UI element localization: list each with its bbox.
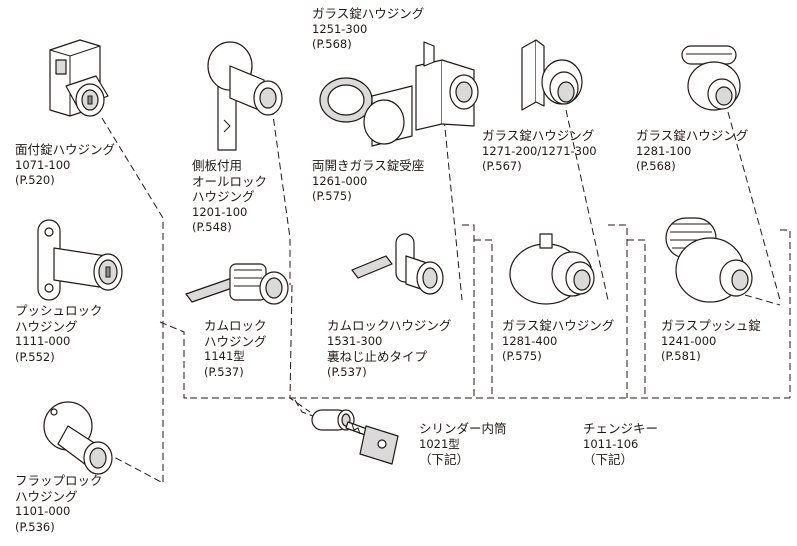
label-line: ハウジング <box>15 318 78 334</box>
label-line: 両開きガラス錠受座 <box>312 158 425 173</box>
label-glass-lock-1281-100: ガラス錠ハウジング 1281-100 (P.568) <box>636 128 748 175</box>
label-line: ハウジング <box>204 333 267 349</box>
label-line: プッシュロック <box>15 303 103 318</box>
cylinder-key-image <box>308 402 408 468</box>
label-glass-lock-1281-400: ガラス錠ハウジング 1281-400 (P.575) <box>502 318 614 365</box>
label-line: チェンジキー <box>583 421 659 436</box>
label-line: ガラス錠ハウジング <box>312 6 425 21</box>
label-line: 1251-300 <box>312 21 368 36</box>
label-line: カムロック <box>204 318 267 333</box>
label-line: 1241-000 <box>661 333 717 348</box>
label-line: (P.568) <box>312 37 352 51</box>
label-line: 1271-200/1271-300 <box>482 143 597 158</box>
label-line: (P.567) <box>482 159 522 173</box>
label-line: (P.520) <box>15 173 55 187</box>
label-line: 1111-000 <box>15 334 71 348</box>
label-line: (P.537) <box>204 364 244 379</box>
glass-lock-1271-image <box>516 38 588 122</box>
label-line: カムロックハウジング <box>327 318 452 333</box>
label-push-lock-housing: プッシュロック ハウジング 1111-000 (P.552) <box>15 303 103 365</box>
label-cam-lock-1141: カムロック ハウジング 1141型 (P.537) <box>204 318 267 380</box>
label-line: (P.575) <box>502 349 542 363</box>
glass-lock-1251-image <box>316 40 496 150</box>
label-line: 1281-100 <box>636 143 692 158</box>
label-glass-lock-1271: ガラス錠ハウジング 1271-200/1271-300 (P.567) <box>482 128 597 175</box>
label-line: 面付錠ハウジング <box>15 142 116 157</box>
label-glass-lock-1251: ガラス錠ハウジング 1251-300 (P.568) <box>312 6 424 53</box>
label-line: 1071-100 <box>15 157 71 172</box>
label-line: ガラス錠ハウジング <box>502 318 615 333</box>
label-side-all-lock-housing: 側板付用 オールロック ハウジング 1201-100 (P.548) <box>192 158 267 236</box>
label-line: (P.568) <box>636 159 676 173</box>
label-line: ガラス錠ハウジング <box>636 128 749 143</box>
label-line: （下記） <box>583 452 634 467</box>
label-line: 1021型 <box>419 436 460 451</box>
label-line: 1201-100 <box>192 204 248 219</box>
label-line: （下記） <box>419 452 470 467</box>
label-line: シリンダー内筒 <box>419 421 507 436</box>
label-double-glass-seat: 両開きガラス錠受座 1261-000 (P.575) <box>312 158 424 205</box>
label-line: 裏ねじ止めタイプ <box>327 349 428 364</box>
label-line: ハウジング <box>192 189 255 204</box>
menzuke-housing-image <box>38 38 118 138</box>
label-line: (P.575) <box>312 189 352 203</box>
label-line: 1101-000 <box>15 504 71 518</box>
label-line: (P.537) <box>327 364 367 379</box>
side-all-lock-housing-image <box>204 40 294 151</box>
label-line: 側板付用 <box>192 158 243 173</box>
label-cylinder-core: シリンダー内筒 1021型 （下記） <box>419 421 507 468</box>
flap-lock-housing-image <box>40 398 120 480</box>
label-menzuke-housing: 面付錠ハウジング 1071-100 (P.520) <box>15 142 115 189</box>
label-line: 1531-300 <box>327 333 383 348</box>
label-line: (P.548) <box>192 220 232 234</box>
label-line: (P.536) <box>15 519 55 534</box>
label-line: (P.552) <box>15 349 55 364</box>
glass-lock-1281-400-image <box>508 233 608 306</box>
label-line: ガラス錠ハウジング <box>482 128 595 143</box>
label-change-key: チェンジキー 1011-106 （下記） <box>583 421 658 468</box>
push-lock-housing-image <box>36 218 132 308</box>
label-line: ガラスプッシュ錠 <box>661 318 761 333</box>
label-line: 1261-000 <box>312 173 368 188</box>
cam-lock-1531-image <box>350 232 446 306</box>
label-line: 1141型 <box>204 349 245 363</box>
label-line: 1011-106 <box>583 436 639 451</box>
label-glass-push-lock-1241: ガラスプッシュ錠 1241-000 (P.581) <box>661 318 761 365</box>
label-line: (P.581) <box>661 349 701 363</box>
label-line: ハウジング <box>15 488 78 504</box>
label-flap-lock-housing: フラップロック ハウジング 1101-000 (P.536) <box>15 473 103 535</box>
label-line: フラップロック <box>15 473 103 488</box>
label-line: 1281-400 <box>502 333 558 348</box>
glass-lock-1281-100-image <box>676 42 748 116</box>
label-line: オールロック <box>192 173 268 189</box>
glass-push-lock-1241-image <box>658 216 762 304</box>
cam-lock-1141-image <box>184 258 294 318</box>
label-cam-lock-1531: カムロックハウジング 1531-300 裏ねじ止めタイプ (P.537) <box>327 318 451 380</box>
